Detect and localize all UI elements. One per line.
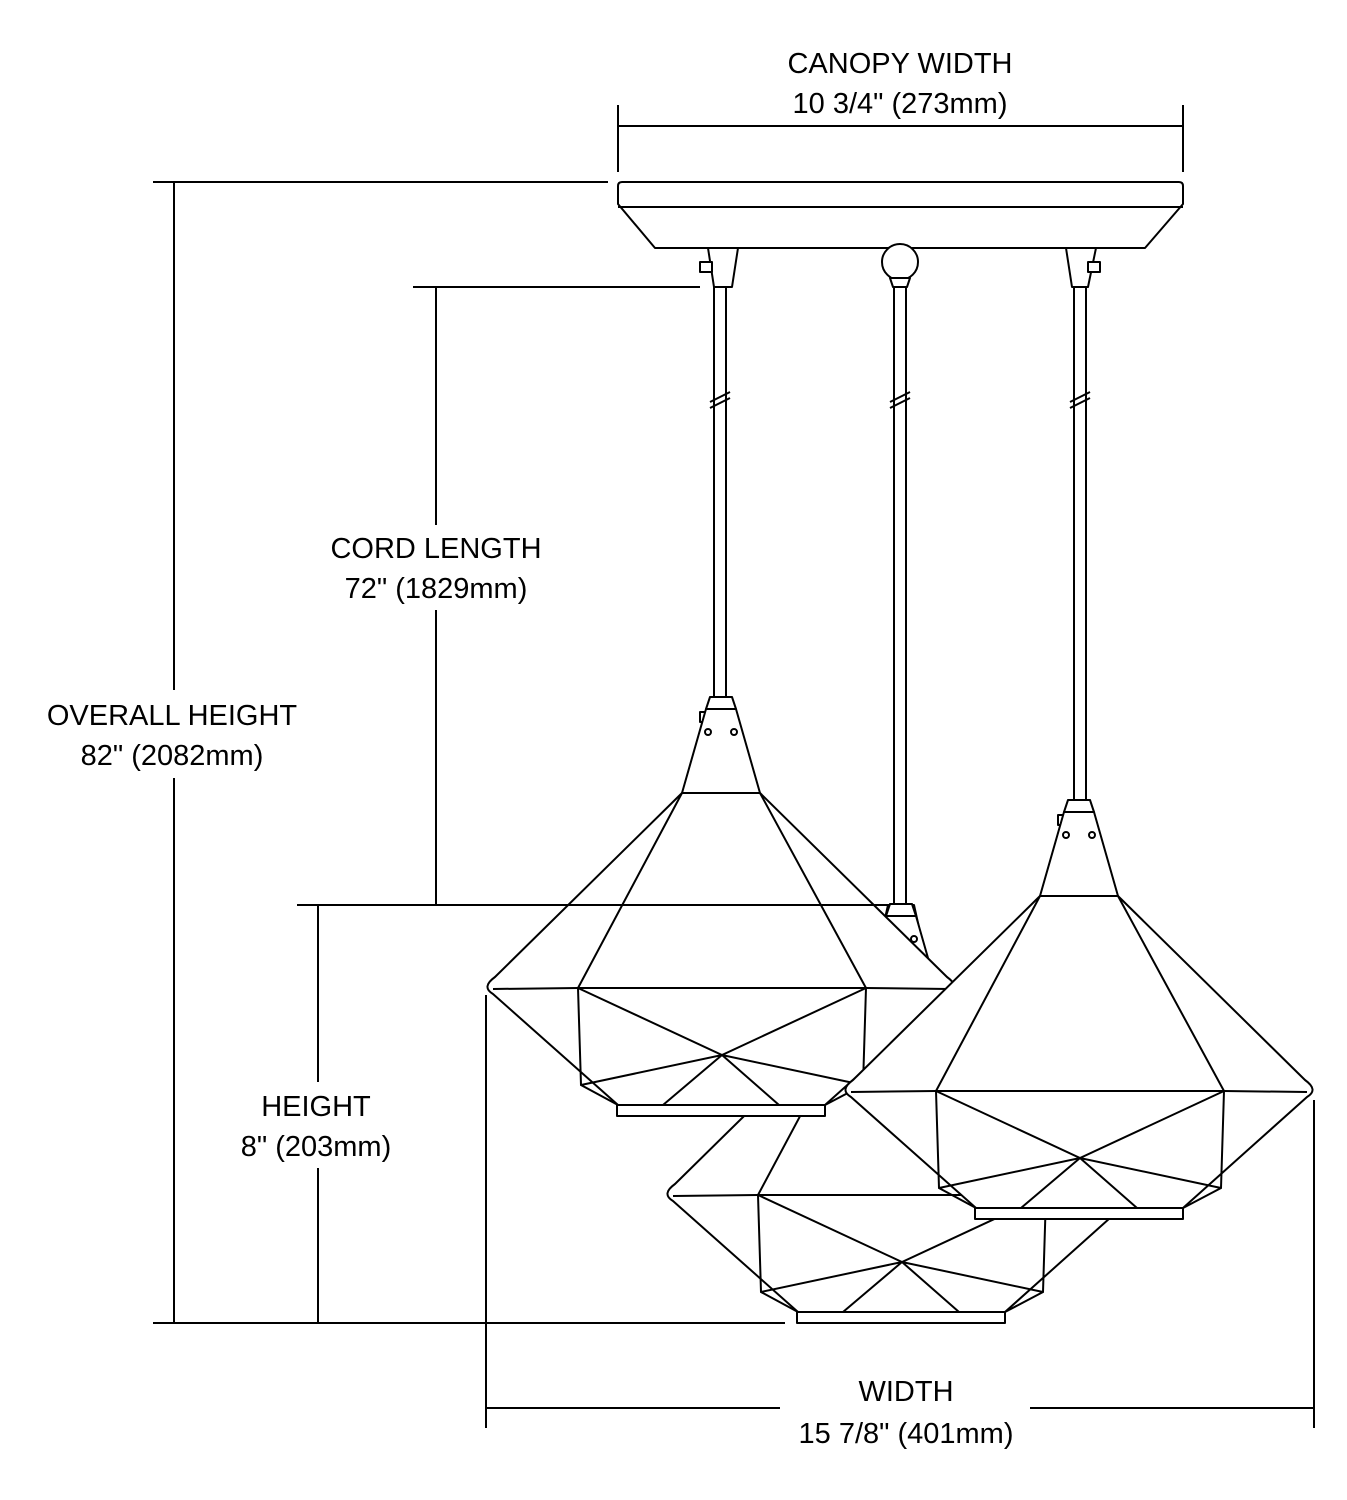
width-value: 15 7/8" (401mm) [799,1418,1014,1450]
overall-height-label: OVERALL HEIGHT [47,700,298,732]
cord-length-value: 72" (1829mm) [345,573,528,605]
width-label: WIDTH [858,1376,953,1408]
overall-height-value: 82" (2082mm) [81,740,264,772]
height-value: 8" (203mm) [241,1131,392,1163]
canopy-width-label: CANOPY WIDTH [787,48,1012,80]
height-label: HEIGHT [261,1091,371,1123]
width-dimension: WIDTH 15 7/8" (401mm) [485,995,1315,1450]
cord-length-label: CORD LENGTH [330,533,541,565]
cords [699,286,1091,908]
canopy-width-value: 10 3/4" (273mm) [793,88,1008,120]
height-dimension: HEIGHT 8" (203mm) [241,904,888,1323]
overall-height-dimension: OVERALL HEIGHT 82" (2082mm) [47,181,785,1324]
cord-length-dimension: CORD LENGTH 72" (1829mm) [330,286,700,905]
canopy-width-dimension: CANOPY WIDTH 10 3/4" (273mm) [617,48,1184,172]
canopy [617,181,1184,288]
